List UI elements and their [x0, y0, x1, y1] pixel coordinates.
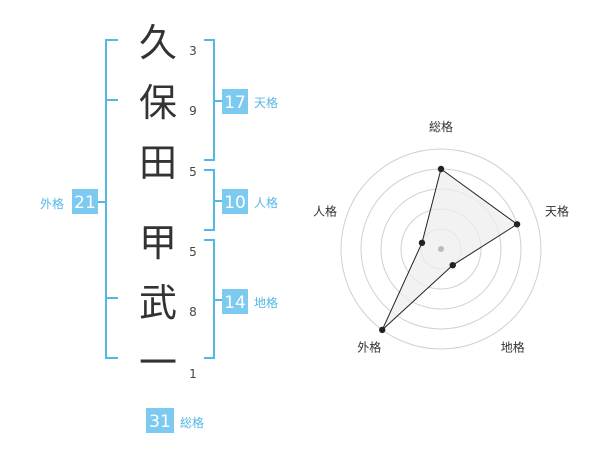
jinkaku-value: 10	[224, 193, 246, 213]
tenkaku-value: 17	[224, 93, 246, 113]
name-char: 一	[139, 341, 177, 385]
chikaku-badge: 14 地格	[222, 289, 278, 314]
stroke-count: 3	[189, 44, 197, 58]
radar-ring	[340, 148, 542, 350]
name-column: 久 保 田 甲 武 一	[139, 21, 177, 385]
radar-axis-label: 地格	[501, 340, 525, 355]
tenkaku-badge: 17 天格	[222, 89, 278, 114]
name-char: 田	[139, 141, 177, 185]
radar-polygon	[381, 168, 518, 331]
gaikaku-badge: 外格 21	[40, 189, 98, 214]
stroke-count: 1	[189, 367, 197, 381]
radar-point	[449, 261, 456, 269]
tenkaku-bracket	[204, 39, 215, 161]
soukaku-badge: 31 総格	[146, 408, 204, 433]
name-char: 保	[139, 81, 177, 125]
gaikaku-box	[72, 189, 98, 214]
name-char: 甲	[139, 221, 177, 265]
chikaku-label: 地格	[254, 295, 278, 310]
name-char: 武	[139, 281, 177, 325]
tenkaku-label: 天格	[254, 95, 278, 110]
soukaku-label: 総格	[180, 415, 204, 430]
stroke-count: 5	[189, 165, 197, 179]
stroke-count: 5	[189, 245, 197, 259]
radar-axis-label: 総格	[429, 119, 453, 134]
jinkaku-label: 人格	[254, 195, 278, 210]
gaikaku-value: 21	[74, 193, 96, 213]
radar-axis-label: 人格	[313, 203, 337, 218]
radar-point	[379, 326, 386, 334]
gaikaku-bracket	[105, 39, 118, 359]
radar-center-dot	[438, 246, 444, 252]
radar-point	[418, 239, 426, 247]
gaikaku-label: 外格	[40, 196, 64, 211]
jinkaku-bracket	[204, 169, 215, 231]
stroke-counts: 3 9 5 5 8 1	[189, 44, 197, 381]
chikaku-box	[222, 289, 248, 314]
radar-points	[379, 165, 521, 334]
radar-axis-label: 外格	[357, 340, 381, 355]
radar-point	[437, 165, 445, 173]
soukaku-value: 31	[149, 412, 171, 432]
soukaku-box	[146, 408, 174, 433]
chikaku-bracket	[204, 239, 215, 359]
radar-axis-label: 天格	[545, 203, 569, 218]
stroke-count: 8	[189, 305, 197, 319]
name-char: 久	[139, 21, 177, 65]
jinkaku-box	[222, 189, 248, 214]
jinkaku-badge: 10 人格	[222, 189, 278, 214]
stroke-count: 9	[189, 104, 197, 118]
tenkaku-box	[222, 89, 248, 114]
chikaku-value: 14	[224, 293, 246, 313]
radar-point	[513, 221, 521, 228]
